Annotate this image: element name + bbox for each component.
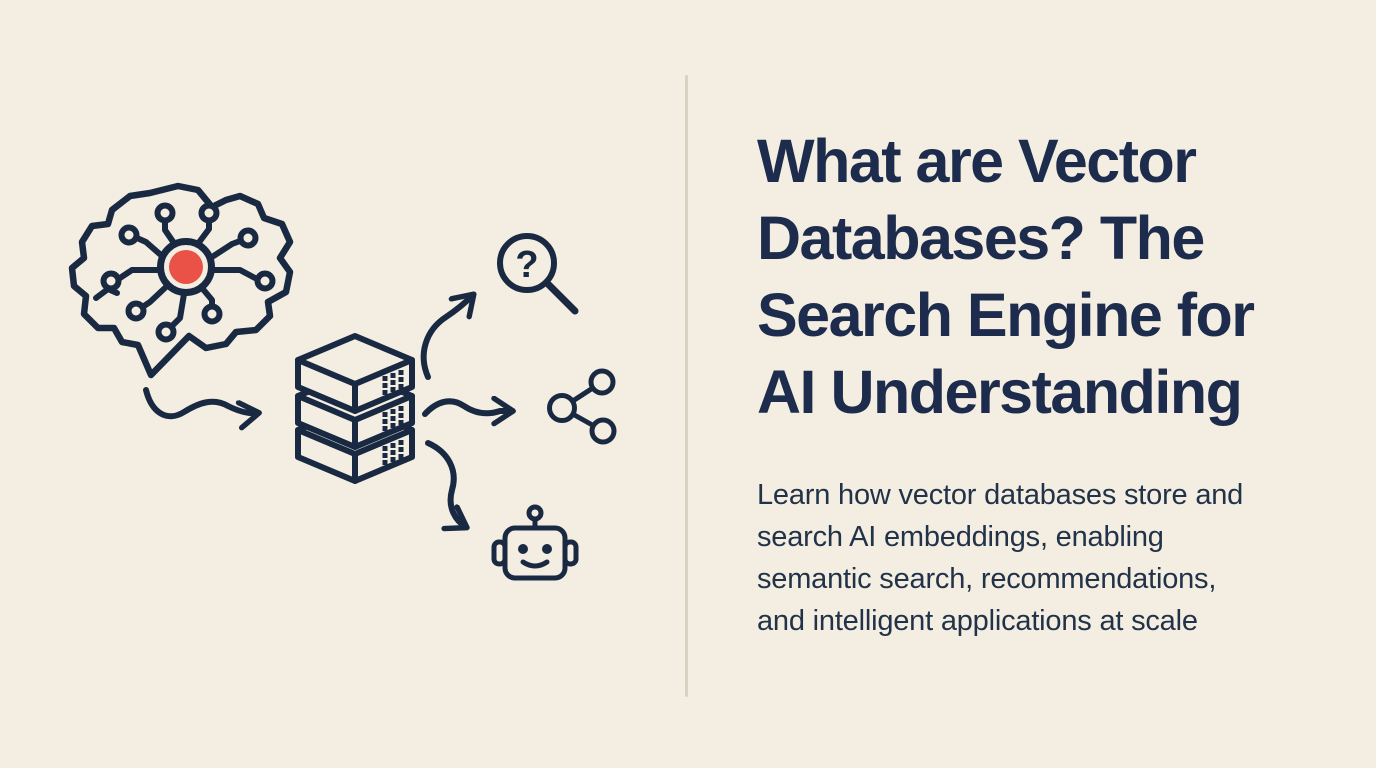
brain-core-dot	[169, 250, 203, 284]
server-vents	[382, 406, 404, 431]
ai-brain-icon	[68, 182, 294, 379]
robot-eye-right	[542, 544, 552, 554]
arrow-brain-to-database	[143, 387, 258, 416]
arrow-database-to-share	[422, 401, 512, 414]
server-vents	[382, 370, 404, 395]
magnifier-handle	[543, 279, 579, 315]
subtitle-line: Learn how vector databases store and	[757, 479, 1244, 511]
illustration-vector-db-flow: ?	[68, 182, 617, 581]
question-mark: ?	[515, 244, 538, 286]
subtitle-line: semantic search, recommendations,	[757, 563, 1217, 595]
share-network-icon	[547, 368, 617, 445]
title-line: Search Engine for	[757, 281, 1255, 349]
robot-antenna-tip	[526, 504, 544, 522]
brain-circuit-nodes	[100, 202, 276, 343]
arrow-database-to-robot	[425, 440, 466, 527]
title-line: What are Vector	[757, 127, 1197, 195]
robot-eye-left	[518, 544, 528, 554]
server-box	[295, 333, 415, 414]
database-stack-icon	[295, 333, 415, 484]
title-line: Databases? The	[757, 204, 1205, 272]
search-question-icon: ?	[497, 233, 579, 315]
title-line: AI Understanding	[757, 358, 1243, 426]
subtitle-line: search AI embeddings, enabling	[757, 521, 1164, 553]
robot-head	[502, 525, 568, 581]
magnifier-lens	[497, 233, 557, 293]
robot-smile	[520, 559, 550, 569]
page-subtitle: Learn how vector databases store and sea…	[757, 474, 1357, 642]
subtitle-line: and intelligent applications at scale	[757, 605, 1198, 637]
arrow-database-to-search	[420, 295, 473, 380]
server-vents	[382, 440, 404, 465]
brain-circuit-traces	[93, 219, 258, 329]
divider-line	[685, 75, 688, 697]
robot-icon	[491, 504, 579, 581]
page-title: What are Vector Databases? The Search En…	[757, 123, 1357, 431]
